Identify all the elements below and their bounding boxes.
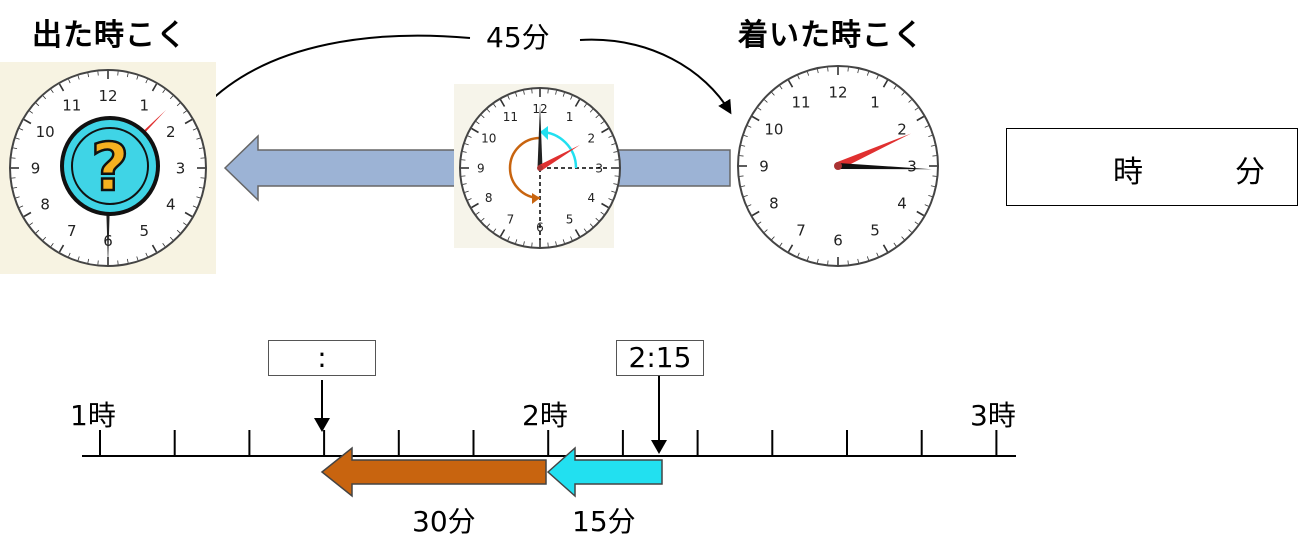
clock-number: 9 [759,157,769,175]
curved-duration-arrow [205,36,470,106]
question-mark: ? [91,129,129,206]
clock-number: 5 [870,221,880,239]
timeline-label-3: 3時 [970,394,1016,434]
clock-number: 12 [98,87,117,105]
clock-number: 1 [870,93,880,111]
clock-number: 9 [31,159,41,177]
wide-arrow-tail [618,150,730,186]
clock-number: 1 [139,97,149,115]
timeline-label-1: 1時 [70,394,116,434]
clock-number: 7 [67,222,77,240]
fifteen-minutes-label: 15分 [572,500,636,540]
clock-number: 3 [176,159,186,177]
clock-number: 5 [566,213,574,227]
clock-number: 10 [764,120,783,138]
clock-number: 5 [139,222,149,240]
clock-number: 11 [791,93,810,111]
clock-number: 8 [40,196,50,214]
clock-number: 10 [36,123,55,141]
clock-number: 10 [481,132,496,146]
clock-number: 8 [769,194,779,212]
question-icon: ? [62,118,158,214]
clock-number: 2 [587,132,595,146]
clock-number: 1 [566,110,574,124]
clock-number: 11 [503,110,518,124]
clock-number: 11 [62,97,81,115]
clock-number: 6 [833,231,843,249]
clock-number: 2 [166,123,176,141]
clock-number: 4 [587,191,595,205]
timeline-label-2: 2時 [522,394,568,434]
clock-number: 12 [828,83,847,101]
clock-number: 7 [796,221,806,239]
answer-hour-unit: 時 [1113,147,1143,191]
answer-box[interactable]: 時 分 [1006,128,1298,206]
clock-number: 7 [507,213,515,227]
wide-back-arrow [225,136,460,200]
clock-number: 4 [897,194,907,212]
thirty-minutes-label: 30分 [412,500,476,540]
answer-minute-unit: 分 [1235,147,1265,191]
clock-number: 4 [166,196,176,214]
arrival-time-box: 2:15 [616,340,704,376]
clock-number: 9 [477,161,485,175]
clock-number: 3 [907,157,917,175]
departure-time-box[interactable]: : [268,340,376,376]
clock-number: 8 [485,191,493,205]
